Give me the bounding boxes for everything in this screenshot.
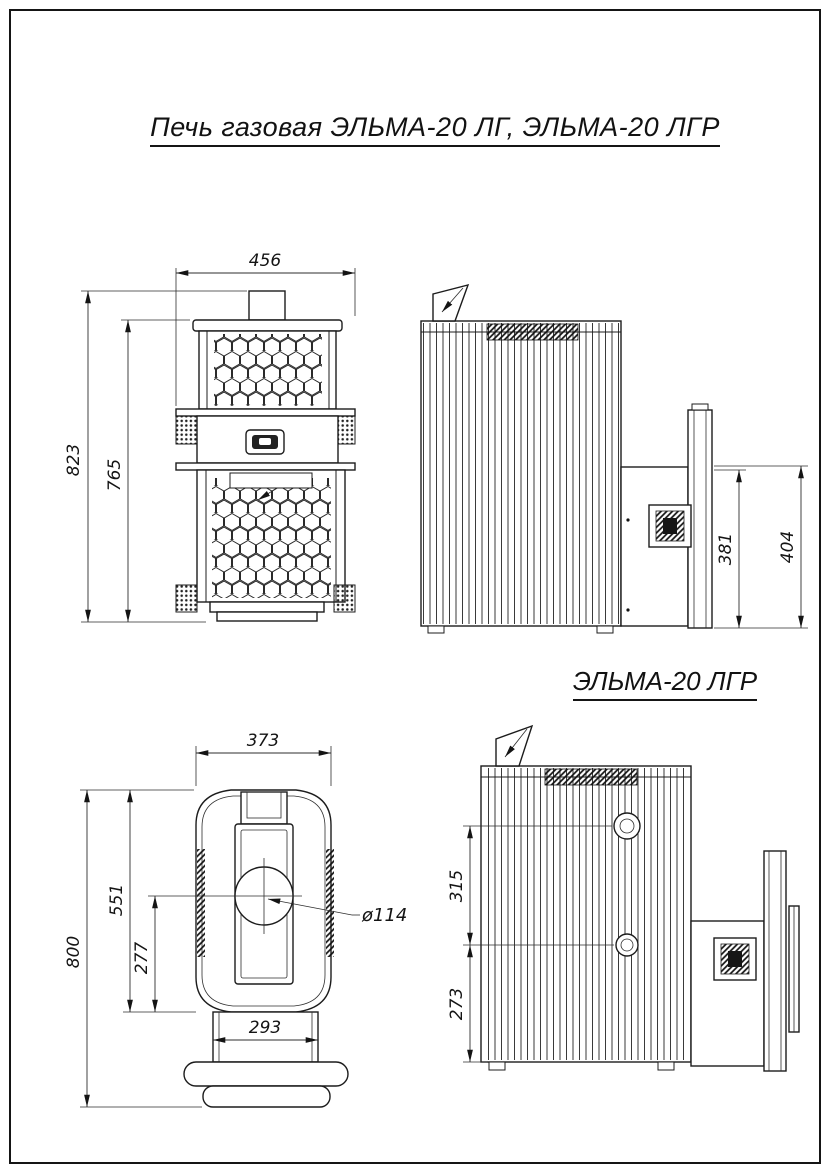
lgr-chimney-arrow	[504, 728, 528, 758]
front-top-cap	[192, 319, 343, 332]
drawing-border-frame	[9, 9, 821, 1164]
dim-plan-base-width: 293	[249, 1018, 281, 1038]
dim-plan-depth-body: 551	[107, 884, 127, 916]
plan-view-dimensions: 373 800 551 277 293	[64, 731, 332, 1108]
lgr-upper-port	[613, 812, 641, 840]
plan-side-hatch-left	[197, 849, 205, 957]
variant-subtitle: ЭЛЬМА-20 ЛГР	[500, 666, 830, 701]
side-mount-panel	[687, 409, 713, 629]
dim-plan-flue-diameter: ø114	[361, 905, 407, 926]
plan-side-hatch-right	[326, 849, 334, 957]
front-base-foot	[216, 611, 318, 622]
plan-flue-leader	[267, 898, 353, 916]
plan-view: ø114	[183, 789, 407, 1108]
variant-subtitle-text: ЭЛЬМА-20 ЛГР	[572, 666, 758, 701]
plan-base-plate	[183, 1061, 349, 1087]
side-lgr-view	[480, 724, 800, 1072]
front-view	[175, 290, 356, 622]
side-foot-left	[427, 625, 445, 634]
dim-plan-width: 373	[247, 731, 279, 751]
front-lower-stones	[212, 478, 331, 598]
dim-side-bracket-height: 381	[716, 533, 736, 565]
dim-front-height-total: 823	[64, 444, 84, 476]
front-mid-band	[175, 408, 356, 417]
front-bracket-upper-left	[175, 415, 198, 445]
plan-base-column	[212, 1011, 319, 1063]
plan-inner-profile	[201, 795, 326, 1007]
side-view-dimensions: 381 404	[714, 465, 808, 629]
front-base-tray	[209, 601, 325, 613]
drawing-title: Печь газовая ЭЛЬМА-20 ЛГ, ЭЛЬМА-20 ЛГР	[40, 112, 830, 147]
dim-plan-depth-center: 277	[132, 942, 152, 975]
front-lower-opening	[229, 472, 313, 489]
dim-front-width: 456	[249, 251, 282, 271]
lgr-lower-port	[615, 933, 639, 957]
plan-pedestal	[202, 1085, 331, 1108]
side-top-hatch-band	[486, 323, 579, 341]
front-bracket-lower-left	[175, 584, 198, 613]
lgr-body-ribs	[483, 768, 689, 1060]
front-view-dimensions: 456 823 765	[64, 251, 356, 623]
dim-plan-depth-total: 800	[64, 936, 84, 968]
front-shelf	[175, 462, 356, 471]
dim-lgr-port-bottom: 273	[447, 988, 467, 1020]
lgr-mount-panel	[763, 850, 787, 1072]
side-chimney-arrow	[441, 287, 464, 313]
plan-top-tab	[240, 791, 288, 825]
dim-lgr-port-spacing: 315	[447, 870, 467, 902]
lgr-foot-right	[657, 1061, 675, 1071]
side-foot-right	[596, 625, 614, 634]
lgr-foot-left	[488, 1061, 506, 1071]
front-detail-arrow	[257, 487, 278, 501]
side-lgr-dimensions: 315 273	[447, 825, 614, 1063]
dim-front-height-body: 765	[105, 459, 125, 491]
lgr-top-hatch-band	[544, 768, 638, 786]
front-bracket-lower-right	[333, 584, 356, 613]
front-upper-stones	[214, 334, 322, 406]
drawing-title-text: Печь газовая ЭЛЬМА-20 ЛГ, ЭЛЬМА-20 ЛГР	[150, 112, 720, 147]
side-chimney	[432, 283, 470, 322]
side-panel-tab	[691, 403, 709, 411]
front-chimney	[248, 290, 286, 321]
side-body-ribs	[423, 323, 619, 624]
side-view	[420, 283, 713, 634]
dim-side-panel-height: 404	[778, 531, 798, 563]
